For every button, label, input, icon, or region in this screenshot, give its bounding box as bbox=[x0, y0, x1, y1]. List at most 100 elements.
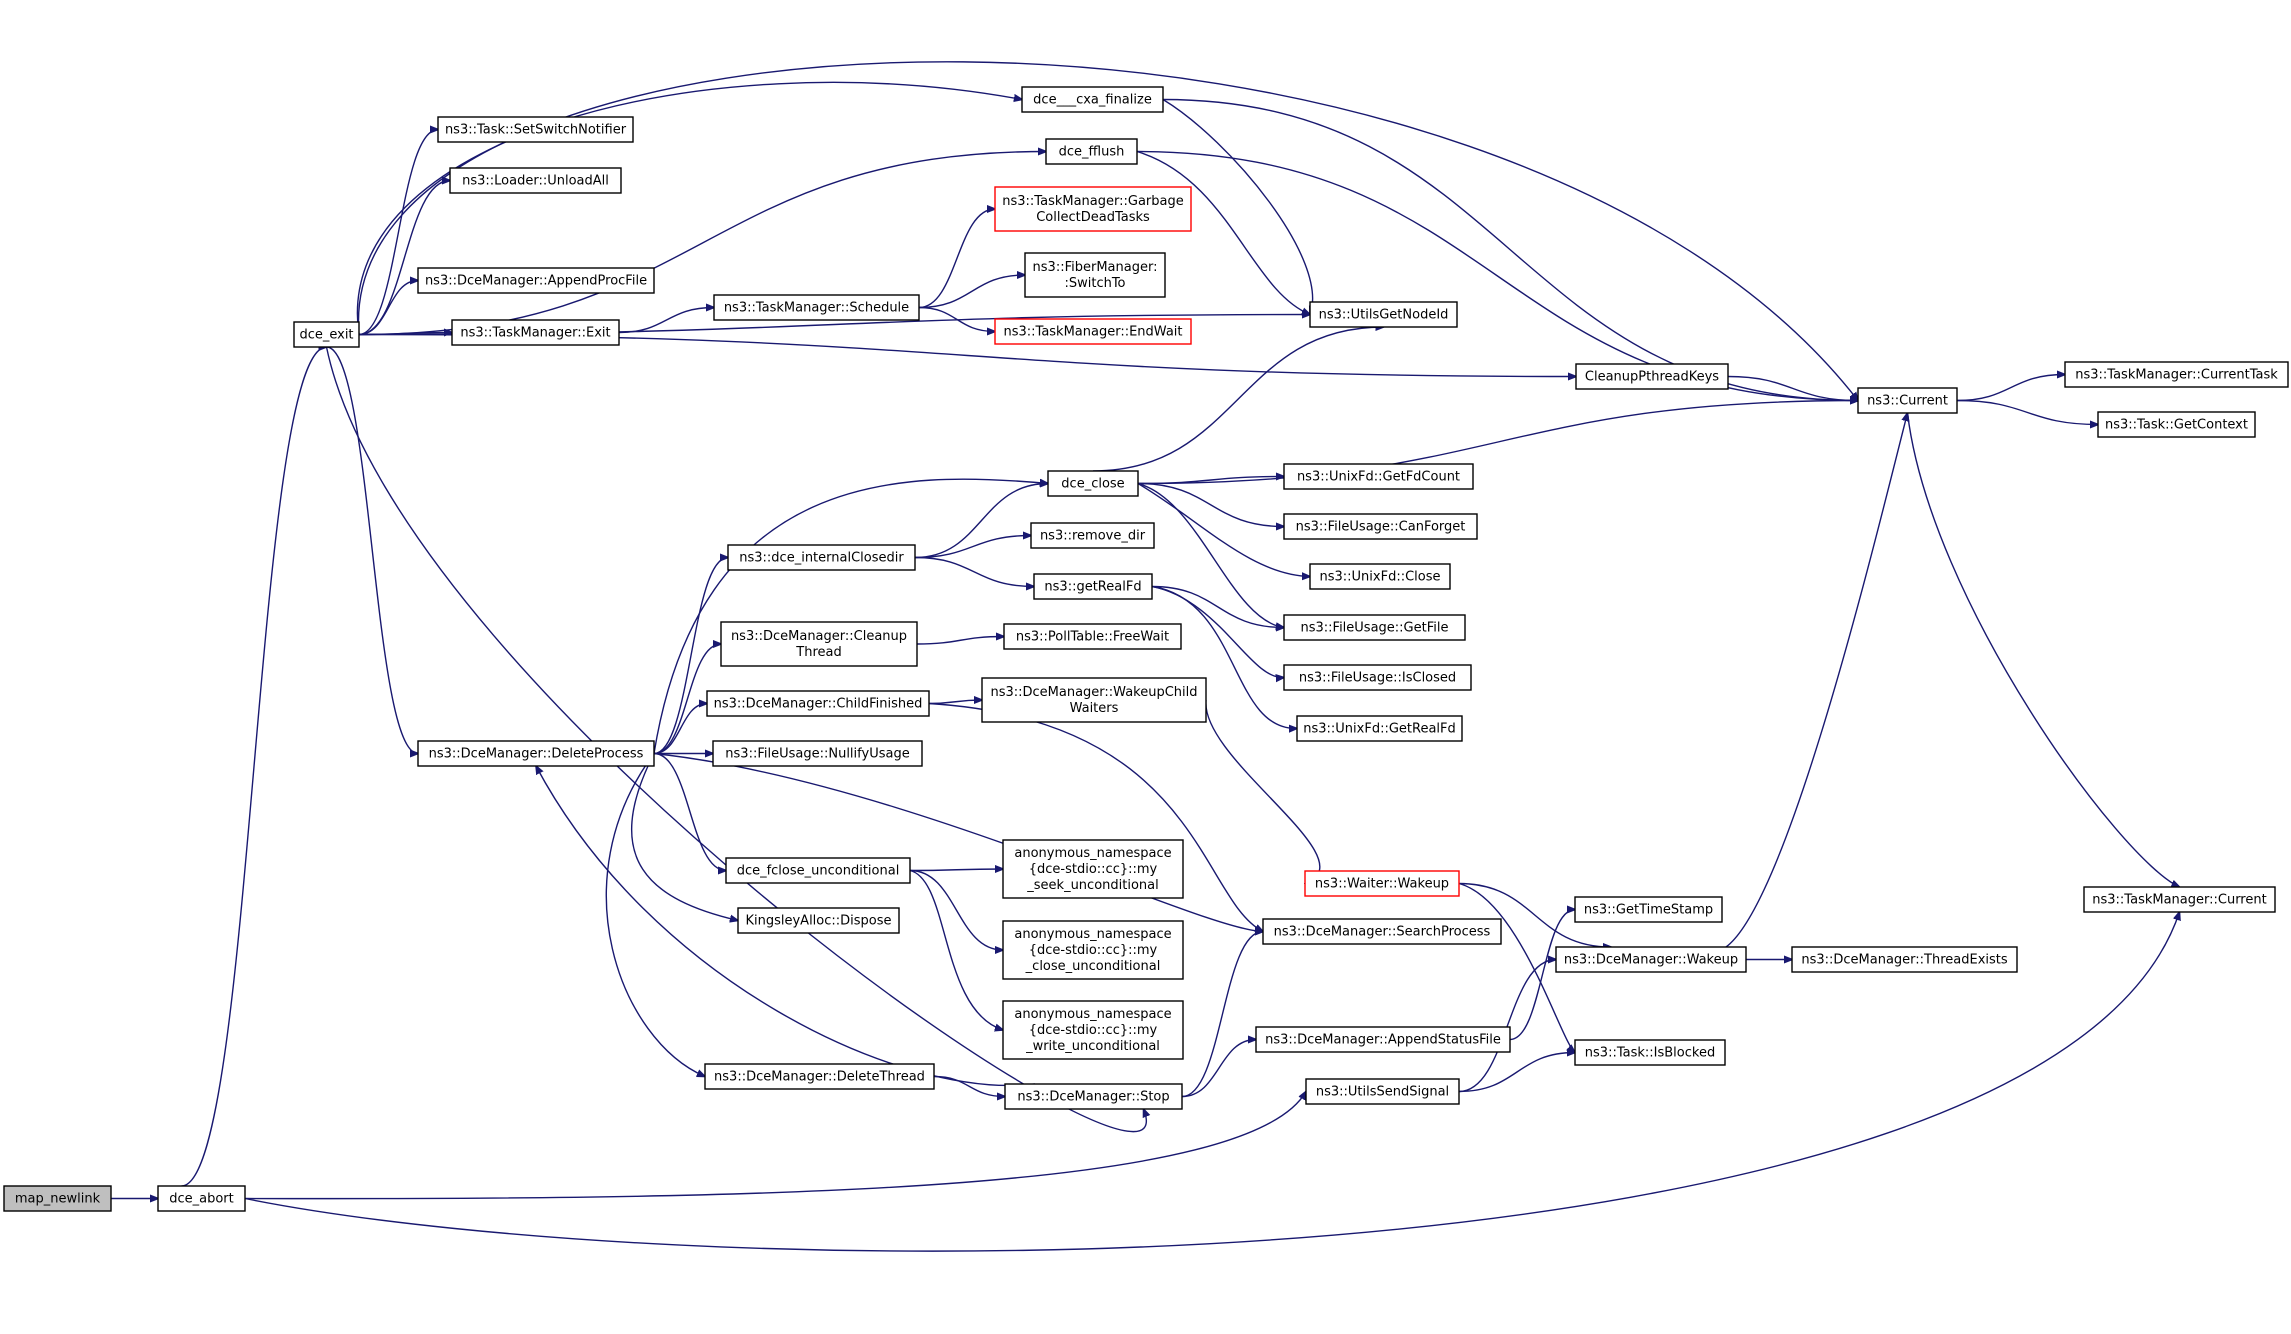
node-label: ns3::UtilsGetNodeId bbox=[1319, 308, 1449, 323]
node-tm-current[interactable]: ns3::TaskManager::Current bbox=[2083, 886, 2276, 913]
node-label: ns3::TaskManager::Garbage bbox=[1002, 194, 1183, 209]
node-dm-stop[interactable]: ns3::DceManager::Stop bbox=[1004, 1083, 1183, 1110]
node-box bbox=[1555, 946, 1747, 973]
node-free-wait[interactable]: ns3::PollTable::FreeWait bbox=[1003, 623, 1182, 650]
node-label: ns3::FileUsage::CanForget bbox=[1296, 520, 1466, 535]
edge-dce_close-to-utils_node bbox=[1092, 327, 1384, 472]
node-is-blocked[interactable]: ns3::Task::IsBlocked bbox=[1574, 1039, 1726, 1066]
node-kingsley[interactable]: KingsleyAlloc::Dispose bbox=[737, 907, 900, 934]
node-cleanup-keys[interactable]: CleanupPthreadKeys bbox=[1575, 363, 1729, 390]
node-remove-dir[interactable]: ns3::remove_dir bbox=[1030, 522, 1155, 549]
node-fflush[interactable]: dce_fflush bbox=[1045, 138, 1138, 165]
node-box bbox=[1262, 918, 1502, 945]
node-internal-closedir[interactable]: ns3::dce_internalClosedir bbox=[727, 544, 916, 571]
edge-dce_exit-to-append_proc bbox=[358, 281, 418, 336]
node-label: dce_close bbox=[1061, 477, 1124, 492]
node-box bbox=[706, 690, 930, 717]
node-unix-close[interactable]: ns3::UnixFd::Close bbox=[1309, 563, 1451, 590]
node-label: ns3::UnixFd::GetRealFd bbox=[1303, 722, 1456, 737]
node-box bbox=[1002, 920, 1184, 980]
node-end-wait[interactable]: ns3::TaskManager::EndWait bbox=[994, 318, 1192, 345]
node-unload-all[interactable]: ns3::Loader::UnloadAll bbox=[449, 167, 622, 194]
node-label: ns3::TaskManager::EndWait bbox=[1003, 325, 1182, 340]
node-get-fd-count[interactable]: ns3::UnixFd::GetFdCount bbox=[1283, 463, 1474, 490]
node-label: ns3::Loader::UnloadAll bbox=[462, 174, 609, 189]
node-nullify[interactable]: ns3::FileUsage::NullifyUsage bbox=[712, 740, 923, 767]
node-get-real-fd[interactable]: ns3::UnixFd::GetRealFd bbox=[1296, 715, 1463, 742]
node-box bbox=[727, 544, 916, 571]
node-get-file[interactable]: ns3::FileUsage::GetFile bbox=[1283, 614, 1466, 641]
node-dce-close[interactable]: dce_close bbox=[1047, 470, 1139, 497]
edge-cleanup_keys-to-current bbox=[1727, 375, 1858, 401]
edge-internal_closedir-to-dce_close bbox=[914, 484, 1048, 559]
edge-dm_stop-to-delete_process bbox=[536, 766, 1036, 1086]
node-search-process[interactable]: ns3::DceManager::SearchProcess bbox=[1262, 918, 1502, 945]
edge-delete_process-to-child_finished bbox=[653, 704, 707, 755]
node-gc-dead[interactable]: ns3::TaskManager::GarbageCollectDeadTask… bbox=[994, 186, 1192, 232]
node-delete-thread[interactable]: ns3::DceManager::DeleteThread bbox=[704, 1063, 935, 1090]
node-map-newlink[interactable]: map_newlink bbox=[3, 1185, 112, 1212]
node-box bbox=[157, 1185, 246, 1212]
node-get-realfd[interactable]: ns3::getRealFd bbox=[1033, 573, 1153, 600]
edge-dce_abort-to-dce_exit bbox=[181, 347, 327, 1187]
node-label: anonymous_namespace bbox=[1014, 927, 1171, 942]
node-box bbox=[720, 621, 918, 667]
node-is-closed[interactable]: ns3::FileUsage::IsClosed bbox=[1283, 664, 1472, 691]
node-child-finished[interactable]: ns3::DceManager::ChildFinished bbox=[706, 690, 930, 717]
node-label: CleanupPthreadKeys bbox=[1585, 370, 1719, 385]
node-label: ns3::DceManager::AppendStatusFile bbox=[1265, 1033, 1501, 1048]
node-cxa-finalize[interactable]: dce___cxa_finalize bbox=[1021, 86, 1164, 113]
node-label: ns3::remove_dir bbox=[1040, 529, 1146, 544]
edge-child_finished-to-wakeup_child bbox=[928, 700, 982, 704]
node-box bbox=[981, 677, 1207, 723]
node-label: {dce-stdio::cc}::my bbox=[1029, 1023, 1158, 1038]
node-utils-node[interactable]: ns3::UtilsGetNodeId bbox=[1309, 301, 1458, 328]
node-label: dce___cxa_finalize bbox=[1033, 93, 1152, 108]
node-box bbox=[1283, 513, 1478, 540]
node-close-uncond[interactable]: anonymous_namespace{dce-stdio::cc}::my_c… bbox=[1002, 920, 1184, 980]
node-box bbox=[1304, 870, 1460, 897]
node-append-status[interactable]: ns3::DceManager::AppendStatusFile bbox=[1255, 1026, 1511, 1053]
node-delete-process[interactable]: ns3::DceManager::DeleteProcess bbox=[417, 740, 655, 767]
node-label: ns3::DceManager::ThreadExists bbox=[1801, 953, 2008, 968]
node-switch-to[interactable]: ns3::FiberManager::SwitchTo bbox=[1024, 252, 1166, 298]
edge-waiter_wakeup-to-dm_wakeup bbox=[1458, 882, 1611, 948]
node-current-task[interactable]: ns3::TaskManager::CurrentTask bbox=[2064, 361, 2289, 388]
node-label: ns3::PollTable::FreeWait bbox=[1016, 630, 1169, 645]
node-dce-abort[interactable]: dce_abort bbox=[157, 1185, 246, 1212]
edge-delete_process-to-dce_close bbox=[653, 478, 1048, 754]
edge-dce_close-to-get_fd_count bbox=[1137, 477, 1284, 485]
node-append-proc[interactable]: ns3::DceManager::AppendProcFile bbox=[417, 267, 655, 294]
node-box bbox=[1575, 363, 1729, 390]
node-fclose-uncond[interactable]: dce_fclose_unconditional bbox=[725, 857, 911, 884]
node-dm-wakeup[interactable]: ns3::DceManager::Wakeup bbox=[1555, 946, 1747, 973]
node-get-timestamp[interactable]: ns3::GetTimeStamp bbox=[1574, 896, 1723, 923]
edge-schedule-to-end_wait bbox=[918, 306, 995, 332]
edge-dm_stop-to-append_status bbox=[1181, 1040, 1256, 1098]
node-can-forget[interactable]: ns3::FileUsage::CanForget bbox=[1283, 513, 1478, 540]
node-current[interactable]: ns3::Current bbox=[1857, 387, 1958, 414]
edge-dce_close-to-get_file bbox=[1137, 482, 1284, 628]
node-write-uncond[interactable]: anonymous_namespace{dce-stdio::cc}::my_w… bbox=[1002, 1000, 1184, 1060]
node-box bbox=[1047, 470, 1139, 497]
node-label: _write_unconditional bbox=[1025, 1039, 1160, 1054]
node-box bbox=[1283, 664, 1472, 691]
node-label: anonymous_namespace bbox=[1014, 1007, 1171, 1022]
node-set-switch[interactable]: ns3::Task::SetSwitchNotifier bbox=[437, 116, 634, 143]
edge-internal_closedir-to-get_realfd bbox=[914, 556, 1034, 587]
edge-current-to-tm_current bbox=[1906, 412, 2180, 887]
node-box bbox=[725, 857, 911, 884]
node-schedule[interactable]: ns3::TaskManager::Schedule bbox=[713, 294, 920, 321]
node-dce-exit[interactable]: dce_exit bbox=[293, 321, 360, 348]
node-seek-uncond[interactable]: anonymous_namespace{dce-stdio::cc}::my_s… bbox=[1002, 839, 1184, 899]
node-box bbox=[1045, 138, 1138, 165]
node-thread-exists[interactable]: ns3::DceManager::ThreadExists bbox=[1791, 946, 2018, 973]
node-send-signal[interactable]: ns3::UtilsSendSignal bbox=[1305, 1078, 1460, 1105]
edge-fflush-to-current bbox=[1136, 150, 1858, 401]
node-tm-exit[interactable]: ns3::TaskManager::Exit bbox=[451, 319, 620, 346]
nodes: map_newlink dce_abort dce_exit dce___cxa_fi… bbox=[3, 86, 2289, 1212]
node-waiter-wakeup[interactable]: ns3::Waiter::Wakeup bbox=[1304, 870, 1460, 897]
node-get-context[interactable]: ns3::Task::GetContext bbox=[2097, 411, 2256, 438]
